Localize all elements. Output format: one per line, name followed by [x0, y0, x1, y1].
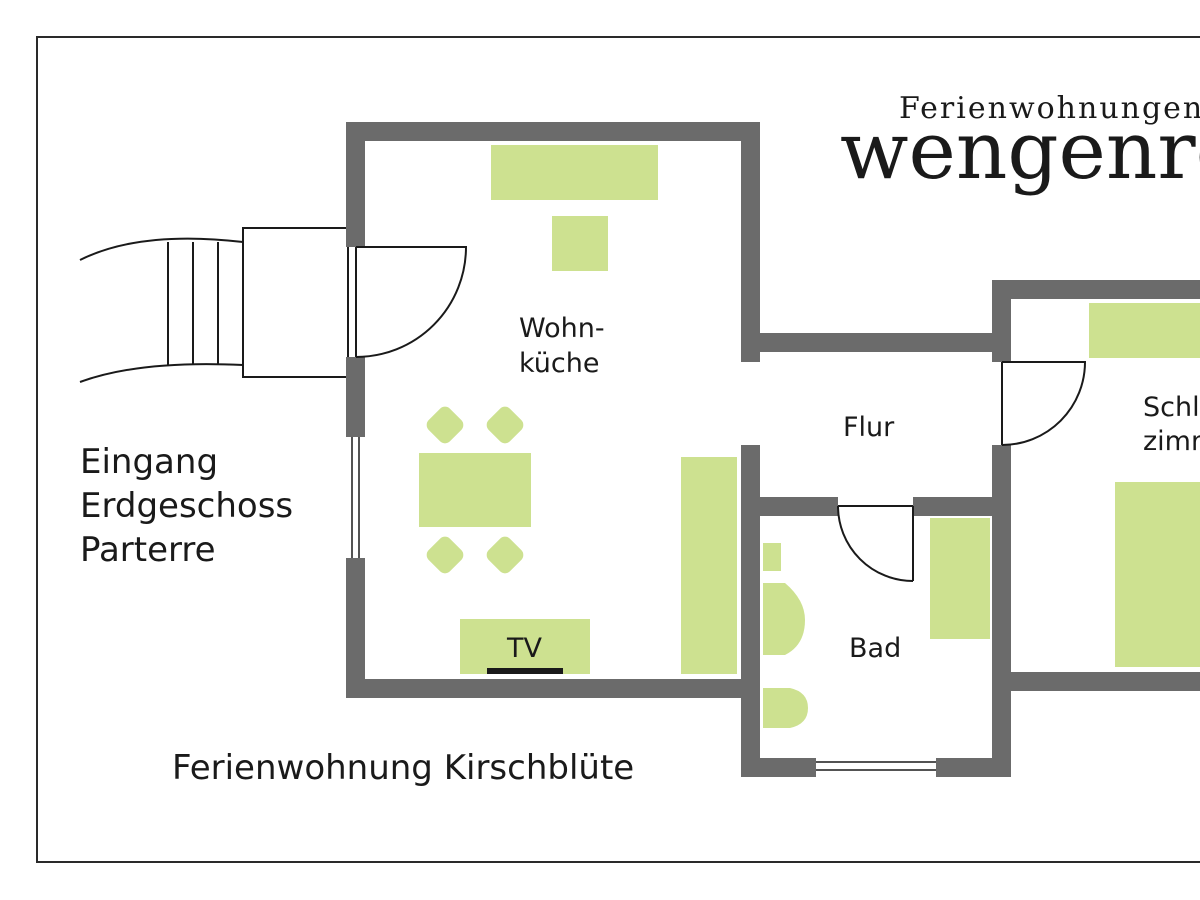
- tv-label: TV: [506, 633, 542, 664]
- entrance-stairs: [79, 227, 349, 383]
- doors: [355, 246, 1087, 582]
- brand-name: wengenroth: [840, 104, 1200, 197]
- entrance-label-2: Erdgeschoss: [80, 486, 293, 526]
- sink: [763, 543, 781, 571]
- tv-bench: [460, 619, 590, 674]
- toilet: [763, 583, 805, 655]
- windows: [351, 437, 936, 771]
- bidet: [763, 688, 808, 728]
- chair: [426, 406, 464, 444]
- brand-subtitle: Ferienwohnungen: [899, 91, 1200, 126]
- bedroom-wardrobe: [1089, 303, 1200, 358]
- dining-table: [419, 453, 531, 527]
- room-label-wohnkueche-1: Wohn-: [519, 313, 605, 344]
- plan-frame: [36, 36, 1200, 863]
- room-label-bad: Bad: [849, 633, 901, 664]
- room-label-flur: Flur: [843, 412, 895, 443]
- bathtub: [930, 518, 990, 639]
- entrance-label-1: Eingang: [80, 442, 218, 482]
- kitchen-block: [552, 216, 608, 271]
- chair: [486, 406, 524, 444]
- room-label-wohnkueche-2: küche: [519, 348, 600, 379]
- room-label-schlafzimmer-2: zimmer: [1143, 426, 1200, 457]
- furniture: [419, 145, 1200, 728]
- plan-title: Ferienwohnung Kirschblüte: [172, 748, 634, 788]
- walls: [346, 122, 1200, 777]
- chair: [486, 536, 524, 574]
- tv-icon: [487, 668, 563, 674]
- kitchen-counter: [491, 145, 658, 200]
- cupboard: [681, 457, 737, 674]
- room-label-schlafzimmer-1: Schlaf-: [1143, 392, 1200, 423]
- chair: [426, 536, 464, 574]
- entrance-label-3: Parterre: [80, 530, 216, 570]
- bed: [1115, 482, 1200, 667]
